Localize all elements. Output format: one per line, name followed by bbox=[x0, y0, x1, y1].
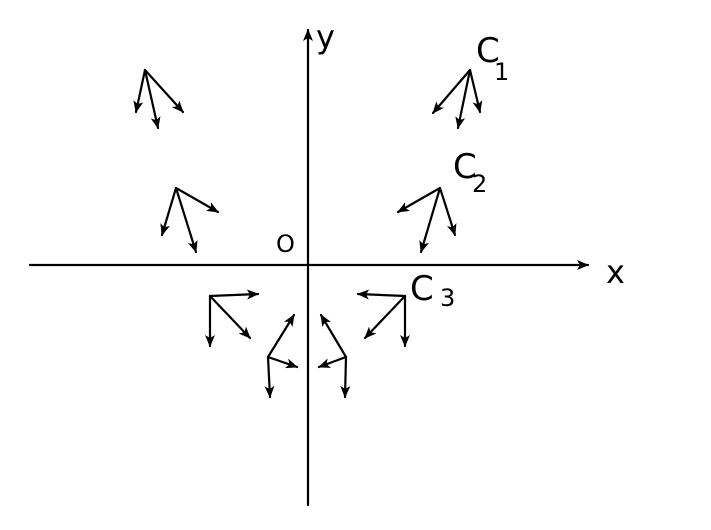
svg-text:C: C bbox=[410, 269, 434, 309]
vector-bundle-upper-left bbox=[133, 68, 185, 130]
label-c1: C 1 bbox=[476, 31, 509, 86]
svg-text:3: 3 bbox=[440, 284, 455, 312]
vector-bundle-c1 bbox=[431, 68, 483, 130]
y-axis-label: y bbox=[316, 18, 335, 56]
svg-text:1: 1 bbox=[494, 58, 509, 86]
svg-text:2: 2 bbox=[472, 170, 487, 198]
label-c2: C 2 bbox=[453, 147, 487, 198]
label-c3: C 3 bbox=[410, 269, 455, 312]
vector-bundle-c2 bbox=[396, 186, 457, 254]
svg-text:C: C bbox=[453, 147, 477, 187]
vector-bundle-middle-left bbox=[160, 186, 220, 254]
origin-label: O bbox=[276, 230, 295, 258]
x-axis-label: x bbox=[606, 253, 625, 291]
vector-bundle-bottom-right bbox=[317, 313, 351, 399]
vector-bundle-c3 bbox=[356, 289, 410, 348]
vector-bundle-lower-left bbox=[205, 289, 260, 348]
svg-text:C: C bbox=[476, 31, 500, 71]
vector-bundle-bottom-left bbox=[264, 313, 299, 399]
